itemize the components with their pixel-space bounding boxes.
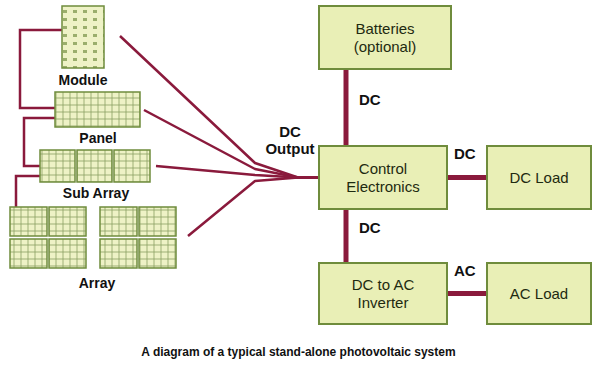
box-label: Control Electronics xyxy=(326,160,440,196)
module-node: Module xyxy=(46,4,120,88)
current-type-label: DC xyxy=(453,146,477,163)
panel-picture xyxy=(139,239,176,268)
panel-picture xyxy=(139,207,176,236)
current-type-label: DC xyxy=(358,220,382,237)
part-label: Module xyxy=(46,72,120,88)
power-connector xyxy=(346,210,347,262)
connector-line xyxy=(144,110,318,178)
panel-picture xyxy=(49,239,86,268)
array-node: Array xyxy=(6,203,188,291)
power-connector xyxy=(188,178,318,237)
controller-box: Control Electronics xyxy=(318,145,448,210)
battery-box: Batteries (optional) xyxy=(318,5,452,70)
power-connector xyxy=(144,110,318,178)
current-type-label: DC xyxy=(358,92,382,109)
load-box: DC Load xyxy=(486,145,592,210)
bracket-line xyxy=(16,176,40,207)
panel-picture xyxy=(49,207,86,236)
connector-line xyxy=(448,175,486,180)
connector-line xyxy=(448,291,486,296)
connector-line xyxy=(344,70,349,145)
part-label: Panel xyxy=(52,130,144,146)
load-box: AC Load xyxy=(486,262,592,325)
power-connector xyxy=(448,177,486,178)
power-connector xyxy=(346,70,347,145)
power-connector xyxy=(156,166,318,178)
panel-picture xyxy=(100,239,137,268)
figure-caption: A diagram of a typical stand-alone photo… xyxy=(0,345,597,359)
connector-line xyxy=(188,178,318,237)
part-label: Array xyxy=(6,275,188,291)
current-type-label: AC xyxy=(453,263,477,280)
panel-picture xyxy=(40,150,75,182)
inverter-box: DC to AC Inverter xyxy=(318,262,448,325)
connector-line xyxy=(344,210,349,262)
connector-line xyxy=(156,166,318,178)
module-picture xyxy=(62,6,104,68)
panel-picture xyxy=(10,239,47,268)
panel-node: Panel xyxy=(52,90,144,146)
box-label: DC Load xyxy=(509,169,568,187)
part-label: Sub Array xyxy=(36,185,156,201)
power-connector xyxy=(120,36,318,178)
panel-picture xyxy=(100,207,137,236)
connector-line xyxy=(120,36,318,178)
panel-picture xyxy=(10,207,47,236)
box-label: DC to AC Inverter xyxy=(326,276,440,312)
box-label: Batteries (optional) xyxy=(326,20,444,56)
output-label: DC Output xyxy=(262,124,318,157)
panel-picture xyxy=(55,92,140,127)
sub-array-node: Sub Array xyxy=(36,148,156,201)
power-connector xyxy=(448,293,486,294)
panel-picture xyxy=(114,150,150,182)
array-picture xyxy=(10,207,176,268)
panel-picture xyxy=(77,150,112,182)
box-label: AC Load xyxy=(510,285,568,303)
sub-array-picture xyxy=(40,150,150,182)
